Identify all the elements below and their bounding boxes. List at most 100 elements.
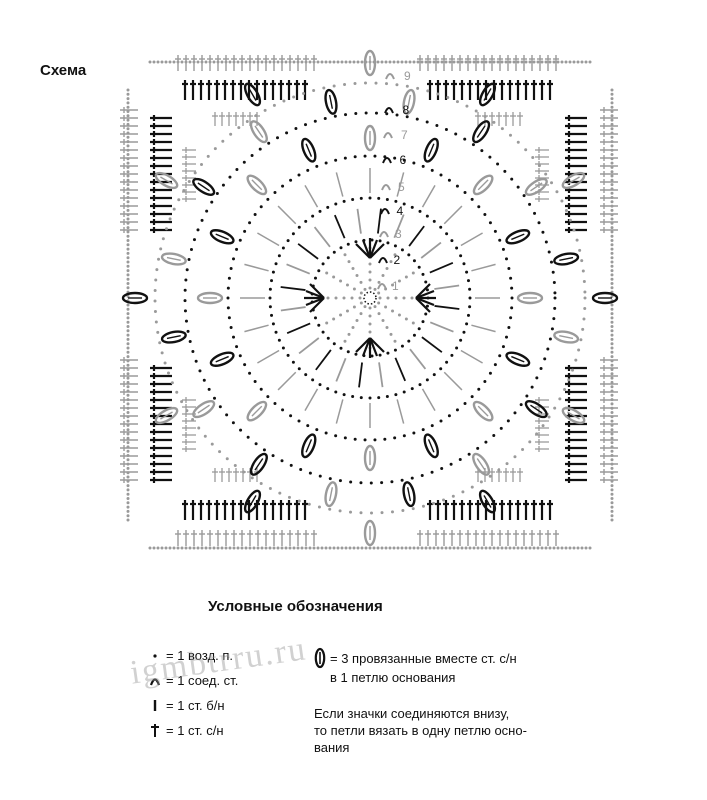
chain-dot bbox=[259, 481, 263, 485]
chain-dot bbox=[488, 546, 492, 550]
chain-dot bbox=[440, 467, 444, 471]
chain-dot bbox=[351, 325, 355, 329]
chain-dot bbox=[386, 241, 390, 245]
chain-dot bbox=[356, 60, 360, 64]
cluster-3dc bbox=[363, 519, 377, 547]
chain-dot bbox=[610, 243, 614, 247]
chain-dot bbox=[383, 437, 387, 441]
chain-dot bbox=[126, 144, 130, 148]
chain-dot bbox=[287, 495, 291, 499]
chain-dot bbox=[580, 546, 584, 550]
chain-dot bbox=[339, 279, 343, 283]
chain-dot bbox=[456, 546, 460, 550]
chain-dot bbox=[348, 60, 352, 64]
radial-stitch bbox=[460, 232, 483, 247]
chain-dot bbox=[539, 366, 543, 370]
chain-dot bbox=[323, 116, 327, 120]
slip-stitch-mark bbox=[379, 231, 389, 238]
chain-dot bbox=[402, 390, 406, 394]
chain-dot bbox=[248, 546, 252, 550]
chain-dot bbox=[610, 475, 614, 479]
chain-dot bbox=[484, 546, 488, 550]
chain-dot bbox=[479, 480, 483, 484]
chain-dot bbox=[610, 174, 614, 178]
chain-dot bbox=[610, 320, 614, 324]
chain-dot bbox=[300, 60, 304, 64]
chain-dot bbox=[412, 546, 416, 550]
chain-dot bbox=[126, 226, 130, 230]
chain-dot bbox=[610, 226, 614, 230]
chain-dot bbox=[455, 246, 459, 250]
chain-dot bbox=[342, 296, 346, 300]
chain-dot bbox=[239, 428, 243, 432]
chain-dot bbox=[397, 279, 401, 283]
chain-dot bbox=[126, 488, 130, 492]
chain-dot bbox=[218, 450, 222, 454]
chain-dot bbox=[610, 170, 614, 174]
chain-dot bbox=[544, 546, 548, 550]
chain-dot bbox=[393, 348, 397, 352]
chain-dot bbox=[492, 60, 496, 64]
chain-dot bbox=[416, 546, 420, 550]
chain-dot bbox=[496, 60, 500, 64]
chain-dot bbox=[268, 287, 272, 291]
radial-stitch bbox=[443, 205, 463, 225]
round-number: 9 bbox=[404, 69, 411, 83]
chain-dot bbox=[176, 546, 180, 550]
chain-dot bbox=[360, 60, 364, 64]
chain-dot bbox=[547, 250, 551, 254]
chain-dot bbox=[274, 330, 278, 334]
chain-dot bbox=[381, 273, 385, 277]
chain-dot bbox=[180, 400, 184, 404]
chain-dot bbox=[297, 367, 301, 371]
chain-dot bbox=[610, 497, 614, 500]
chain-dot bbox=[308, 60, 312, 64]
center-ring bbox=[363, 291, 377, 305]
radial-stitch bbox=[334, 214, 346, 239]
chain-dot bbox=[200, 218, 204, 222]
chain-dot bbox=[394, 296, 398, 300]
chain-dot bbox=[326, 256, 330, 260]
chain-dot bbox=[465, 270, 469, 274]
radial-stitch bbox=[377, 208, 382, 234]
chain-dot bbox=[610, 230, 614, 234]
chain-dot bbox=[374, 81, 378, 85]
chain-dot bbox=[332, 275, 336, 279]
chain-dot bbox=[384, 82, 388, 86]
chain-dot bbox=[520, 60, 524, 64]
chain-dot bbox=[610, 342, 614, 346]
chain-dot bbox=[172, 60, 176, 64]
chain-dot bbox=[373, 287, 377, 291]
chain-dot bbox=[308, 546, 312, 550]
chain-dot bbox=[324, 546, 328, 550]
chain-dot bbox=[333, 114, 337, 118]
chain-dot bbox=[465, 322, 469, 326]
chain-dot bbox=[510, 306, 514, 310]
chain-dot bbox=[610, 428, 614, 432]
chain-dot bbox=[182, 189, 186, 192]
chain-dot bbox=[571, 368, 575, 372]
chain-dot bbox=[504, 335, 508, 339]
chain-dot bbox=[126, 316, 130, 320]
chain-dot bbox=[363, 154, 367, 158]
chain-dot bbox=[284, 60, 288, 64]
chain-dot bbox=[126, 320, 130, 324]
chain-dot bbox=[126, 509, 130, 513]
chain-dot bbox=[157, 257, 161, 261]
chain-dot bbox=[243, 229, 247, 233]
chain-dot bbox=[424, 60, 428, 64]
chain-dot bbox=[444, 60, 448, 64]
chain-dot bbox=[391, 283, 395, 287]
chain-dot bbox=[386, 351, 390, 355]
chain-dot bbox=[297, 173, 301, 177]
round-number: 2 bbox=[394, 253, 401, 267]
chain-dot bbox=[126, 294, 130, 298]
chain-dot bbox=[270, 279, 274, 283]
chain-dot bbox=[153, 299, 157, 303]
radial-stitch bbox=[434, 284, 460, 290]
chain-dot bbox=[577, 348, 581, 352]
chain-dot bbox=[497, 468, 501, 472]
chain-dot bbox=[524, 546, 528, 550]
chain-dot bbox=[358, 296, 362, 300]
chain-dot bbox=[126, 337, 130, 341]
